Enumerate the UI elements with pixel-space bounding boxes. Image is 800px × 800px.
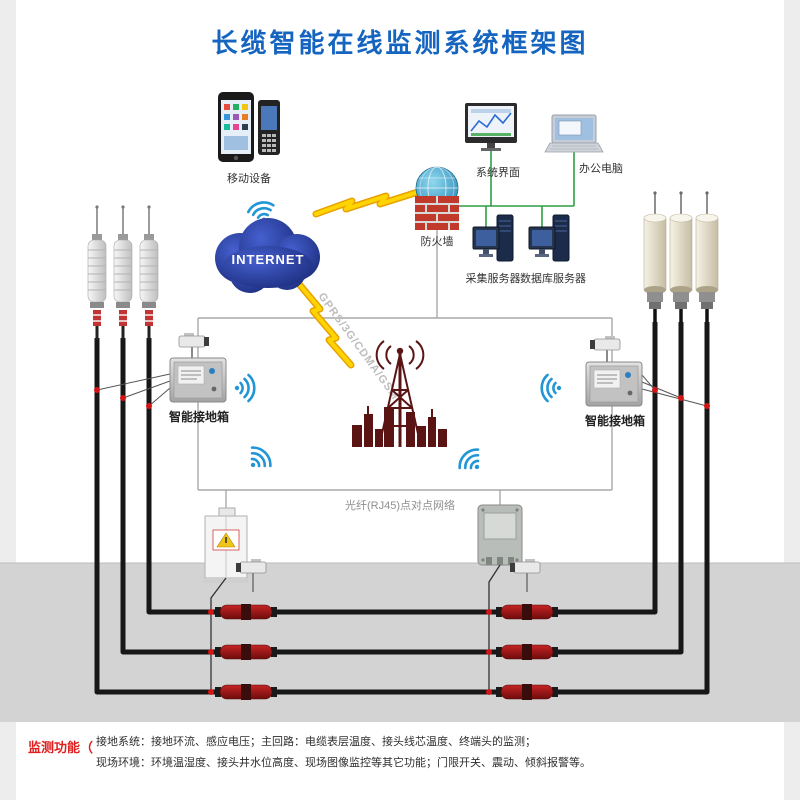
- firewall-label: 防火墙: [421, 234, 454, 248]
- collect-server-icon: [472, 214, 514, 262]
- mobile-devices-label: 移动设备: [227, 171, 271, 185]
- power-cables: [94, 322, 710, 695]
- floor-band: [0, 563, 800, 722]
- field-cabinet-right: [477, 504, 523, 566]
- page-title: 长缆智能在线监测系统框架图: [211, 28, 588, 58]
- collect-server-label: 采集服务器: [466, 271, 521, 285]
- office-pc-label: 办公电脑: [579, 162, 623, 175]
- grounding-leads: [94, 373, 710, 409]
- phone-icon: [258, 100, 280, 155]
- db-server-label: 数据库服务器: [520, 271, 586, 285]
- tablet-icon: [218, 92, 254, 162]
- comm-tower-icon: [352, 340, 447, 448]
- system-interface-icon: [465, 103, 517, 151]
- monitoring-functions-heading: 监测功能（: [28, 740, 93, 755]
- left-grounding-box: [169, 357, 227, 403]
- left-grounding-box-label: 智能接地箱: [168, 409, 229, 424]
- lightning-to-firewall: [312, 188, 422, 218]
- right-grounding-box: [585, 361, 643, 407]
- fiber-network-label: 光纤(RJ45)点对点网络: [345, 498, 455, 512]
- office-pc-icon: [544, 114, 604, 153]
- internet-cloud: INTERNET: [215, 218, 320, 293]
- db-server-icon: [528, 214, 570, 262]
- sensor-drop-lines: [208, 564, 501, 695]
- monitoring-functions-line2: 现场环境：环境温湿度、接头井水位高度、现场图像监控等其它功能；门限开关、震动、倾…: [96, 755, 591, 769]
- lightning-to-tower: [295, 280, 355, 369]
- lan-lines: [458, 151, 575, 227]
- right-grounding-box-label: 智能接地箱: [584, 413, 645, 428]
- firewall-icon: [415, 166, 459, 230]
- system-interface-label: 系统界面: [476, 166, 520, 179]
- monitoring-functions: 监测功能（ 接地系统：接地环流、感应电压；主回路：电缆表层温度、接头线芯温度、终…: [28, 734, 591, 769]
- internet-label: INTERNET: [232, 252, 305, 267]
- right-cable-terminations: [642, 189, 720, 324]
- monitoring-functions-line1: 接地系统：接地环流、感应电压；主回路：电缆表层温度、接头线芯温度、终端头的监测；: [96, 734, 536, 748]
